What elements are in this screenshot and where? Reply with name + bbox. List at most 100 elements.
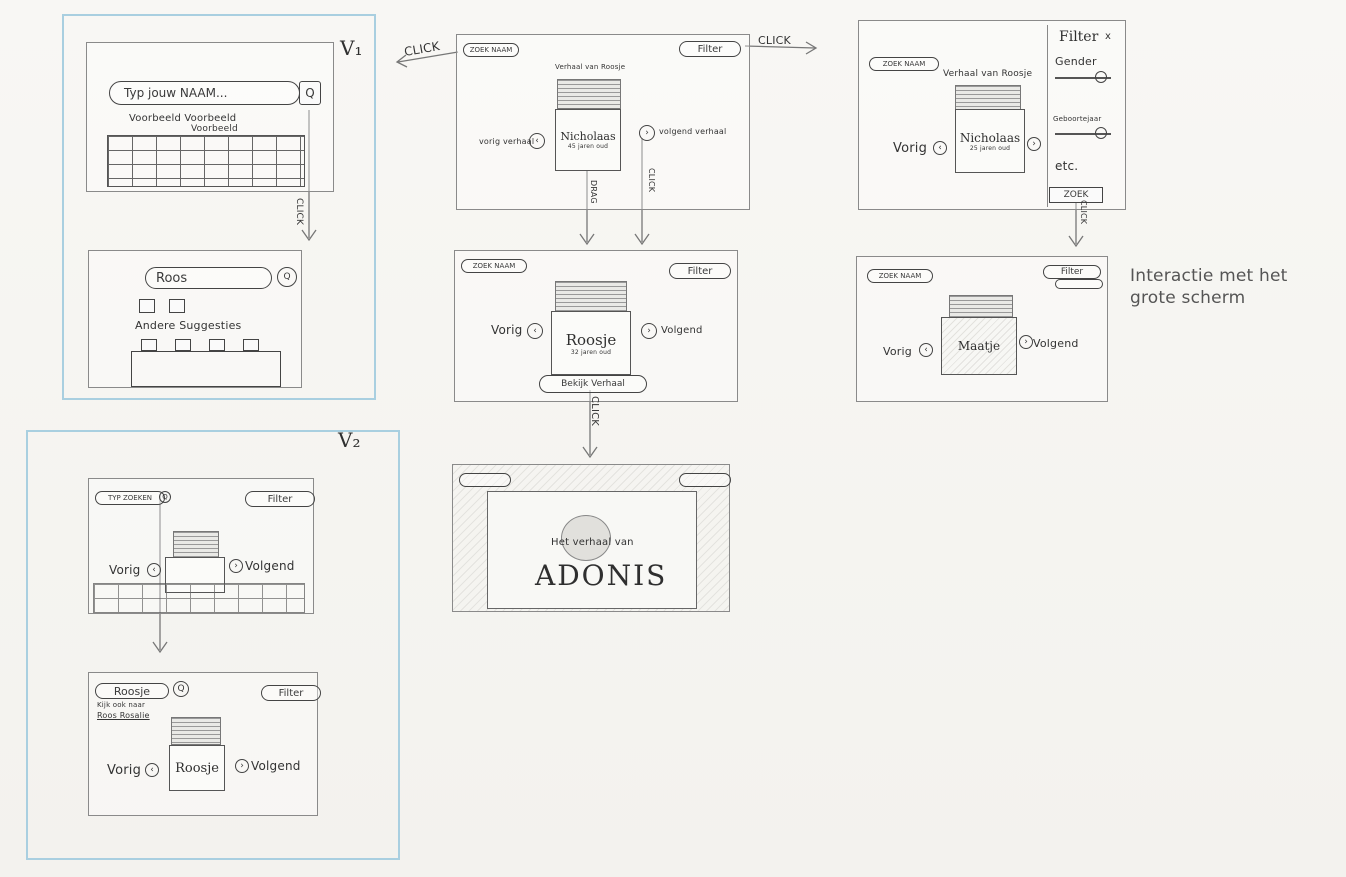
v2-search-pill-text: TYP ZOEKEN	[108, 494, 152, 502]
filter-search-pill-text: ZOEK NAAM	[882, 60, 926, 68]
v1-suggest-box-3[interactable]	[209, 339, 225, 351]
second-view-story-button[interactable]: Bekijk Verhaal	[539, 375, 647, 393]
filter-zoek-button[interactable]: ZOEK	[1049, 187, 1103, 203]
main-card-stack	[557, 79, 621, 109]
v2-next2-button[interactable]: ›	[235, 759, 249, 773]
filter-result-prev-label: Vorig	[883, 345, 912, 358]
filter-result-card[interactable]: Maatje	[941, 317, 1017, 375]
filter-result-prev-button[interactable]: ‹	[919, 343, 933, 357]
filter-result-card-stack	[949, 295, 1013, 321]
v2-search-icon[interactable]: Q	[159, 491, 171, 503]
second-card-stack	[555, 281, 627, 315]
filter-gender-slider-knob[interactable]	[1095, 71, 1107, 83]
v2-hint-links[interactable]: Roos Rosalie	[97, 711, 150, 720]
v1-search-input[interactable]: Typ jouw NAAM...	[109, 81, 300, 105]
v1-suggest-box-1[interactable]	[141, 339, 157, 351]
filter-result-next-button[interactable]: ›	[1019, 335, 1033, 349]
filter-result-filter-pill[interactable]: Filter	[1043, 265, 1101, 279]
v1-click-label: CLICK	[294, 198, 304, 226]
main-next-button[interactable]: ›	[639, 125, 655, 141]
v2-prev-label: Vorig	[109, 563, 141, 577]
second-next-label: Volgend	[661, 325, 703, 336]
v1-search-button[interactable]: Q	[299, 81, 321, 105]
v2-keyboard-grid	[93, 583, 305, 613]
filter-card[interactable]: Nicholaas 25 jaren oud	[955, 109, 1025, 173]
main-card-age: 45 jaren oud	[567, 143, 609, 150]
filter-etc-label: etc.	[1055, 159, 1079, 173]
main-prev-button[interactable]: ‹	[529, 133, 545, 149]
filter-card-stack	[955, 85, 1021, 113]
filter-result-sub-pill[interactable]	[1055, 279, 1103, 289]
main-search-pill-text: ZOEK NAAM	[469, 46, 513, 54]
second-search-pill[interactable]: ZOEK NAAM	[461, 259, 527, 273]
main-filter-pill[interactable]: Filter	[679, 41, 741, 57]
second-next-button[interactable]: ›	[641, 323, 657, 339]
second-card-name: Roosje	[565, 330, 617, 349]
filter-birthyear-label: Geboortejaar	[1053, 115, 1102, 123]
v1-keyboard-grid	[107, 135, 305, 187]
filter-screen: ZOEK NAAM Verhaal van Roosje Nicholaas 2…	[858, 20, 1126, 210]
v2-filter-pill-text: Filter	[267, 493, 293, 505]
v2-result-card[interactable]: Roosje	[169, 745, 225, 791]
v2-filter2-pill-text: Filter	[278, 687, 304, 699]
v2-result-value: Roosje	[113, 684, 151, 698]
main-search-pill[interactable]: ZOEK NAAM	[463, 43, 519, 57]
second-search-pill-text: ZOEK NAAM	[472, 262, 516, 270]
filter-prev-button[interactable]: ‹	[933, 141, 947, 155]
v2-search-pill[interactable]: TYP ZOEKEN	[95, 491, 165, 505]
filter-result-next-label: Volgend	[1033, 337, 1079, 350]
v1-result-box-2[interactable]	[169, 299, 185, 313]
story-name: ADONIS	[535, 559, 668, 592]
second-prev-button[interactable]: ‹	[527, 323, 543, 339]
filter-birthyear-slider-knob[interactable]	[1095, 127, 1107, 139]
v2-filter2-pill[interactable]: Filter	[261, 685, 321, 701]
main-next-label: volgend verhaal	[659, 127, 727, 136]
v2-result-card-name: Roosje	[175, 760, 219, 776]
filter-gender-label: Gender	[1055, 55, 1097, 68]
v1-screen-results: Roos Q Andere Suggesties	[88, 250, 302, 388]
main-click-right: CLICK	[758, 34, 791, 47]
v2-screen-bottom: Roosje Q Kijk ook naar Roos Rosalie Filt…	[88, 672, 321, 816]
v2-result-search-icon[interactable]: Q	[173, 681, 189, 697]
v1-suggestions: Andere Suggesties	[135, 319, 242, 332]
v1-example-second: Voorbeeld	[191, 124, 238, 134]
filter-card-age: 25 jaren oud	[969, 144, 1011, 152]
v1-label: V₁	[340, 36, 363, 60]
main-drag-label: DRAG	[589, 180, 598, 204]
main-prev-label: vorig verhaal	[479, 137, 535, 146]
filter-panel-close[interactable]: x	[1105, 31, 1112, 42]
v1-result-box-1[interactable]	[139, 299, 155, 313]
v2-filter-pill[interactable]: Filter	[245, 491, 315, 507]
search-icon: Q	[305, 86, 315, 100]
filter-result-screen: ZOEK NAAM Filter Maatje Vorig ‹ › Volgen…	[856, 256, 1108, 402]
v2-prev2-label: Vorig	[107, 763, 142, 778]
filter-card-name: Nicholaas	[959, 130, 1021, 145]
story-left-pill[interactable]	[459, 473, 511, 487]
second-prev-label: Vorig	[491, 323, 523, 337]
v1-result-search-icon[interactable]: Q	[277, 267, 297, 287]
filter-click-label: CLICK	[1079, 200, 1088, 225]
main-story-of: Verhaal van Roosje	[555, 63, 626, 71]
note-line-2: grote scherm	[1130, 288, 1246, 308]
story-right-pill[interactable]	[679, 473, 731, 487]
v1-suggest-box-2[interactable]	[175, 339, 191, 351]
second-card[interactable]: Roosje 32 jaren oud	[551, 311, 631, 375]
main-card[interactable]: Nicholaas 45 jaren oud	[555, 109, 621, 171]
v2-next-button[interactable]: ›	[229, 559, 243, 573]
v2-result-input[interactable]: Roosje	[95, 683, 169, 699]
filter-birthyear-slider[interactable]	[1055, 133, 1111, 135]
v2-hint: Kijk ook naar	[97, 701, 146, 709]
main-screen: ZOEK NAAM Filter Verhaal van Roosje Nich…	[456, 34, 750, 210]
v1-result-input[interactable]: Roos	[145, 267, 272, 289]
second-filter-pill[interactable]: Filter	[669, 263, 731, 279]
filter-result-search-pill[interactable]: ZOEK NAAM	[867, 269, 933, 283]
story-screen: Het verhaal van ADONIS	[452, 464, 731, 612]
filter-next-button[interactable]: ›	[1027, 137, 1041, 151]
filter-search-pill[interactable]: ZOEK NAAM	[869, 57, 939, 71]
filter-gender-slider[interactable]	[1055, 77, 1111, 79]
main-click-small: CLICK	[647, 168, 656, 193]
v1-suggest-box-4[interactable]	[243, 339, 259, 351]
v2-prev-button[interactable]: ‹	[147, 563, 161, 577]
v2-prev2-button[interactable]: ‹	[145, 763, 159, 777]
